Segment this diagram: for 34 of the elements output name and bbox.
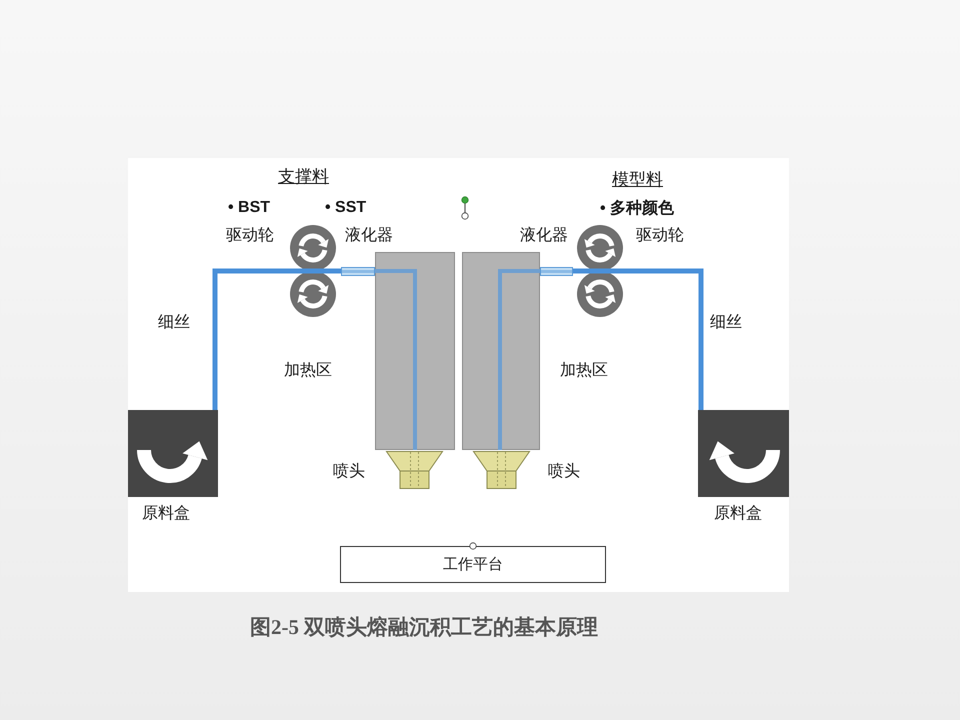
part-label: 原料盒 [142, 504, 190, 524]
part-label: 驱动轮 [636, 226, 684, 246]
part-label: 驱动轮 [226, 226, 274, 246]
nozzle [386, 451, 443, 489]
section-heading: 支撑料 [278, 167, 329, 187]
caption: 图2-5 双喷头熔融沉积工艺的基本原理 [250, 614, 598, 640]
part-label: 细丝 [710, 313, 742, 333]
part-label: 细丝 [158, 313, 190, 333]
part-label: 液化器 [520, 226, 568, 246]
part-label: 喷头 [333, 462, 365, 482]
filament-line [336, 268, 341, 274]
drive-wheels [577, 224, 623, 318]
liquefier-tube [341, 266, 375, 276]
heater-block [375, 252, 455, 450]
part-label: 喷头 [548, 462, 580, 482]
part-label: 加热区 [560, 361, 608, 381]
list-item: • BST [228, 198, 270, 218]
part-label: 原料盒 [714, 504, 762, 524]
filament-line [623, 268, 704, 410]
part-label: 液化器 [345, 226, 393, 246]
material-bin [698, 410, 789, 497]
platform-label: 工作平台 [443, 555, 503, 574]
filament-line [573, 268, 577, 274]
nozzle [473, 451, 530, 489]
heater-block [462, 252, 540, 450]
list-item: • 多种颜色 [600, 199, 674, 219]
filament-line [212, 268, 290, 410]
work-platform [340, 546, 606, 583]
drive-wheels [290, 224, 336, 318]
section-heading: 模型料 [612, 170, 663, 190]
material-bin [128, 410, 218, 497]
liquefier-tube [540, 266, 573, 276]
list-item: • SST [325, 198, 366, 218]
part-label: 加热区 [284, 361, 332, 381]
